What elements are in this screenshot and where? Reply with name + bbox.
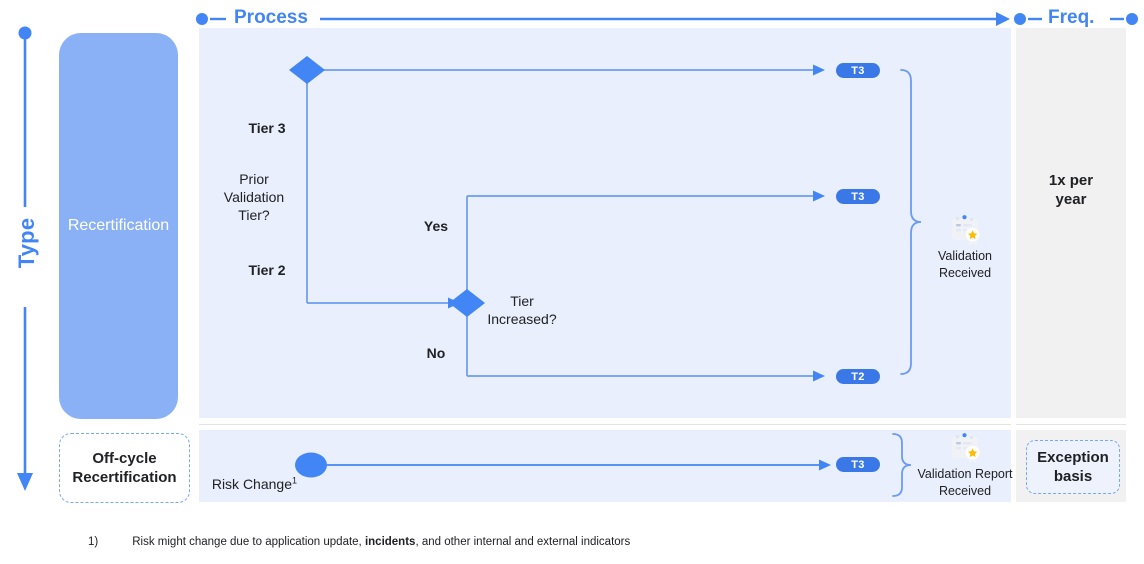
arrowhead-yes (813, 190, 825, 202)
footnote-marker: 1) (88, 536, 99, 548)
type-axis-arrowhead (17, 473, 33, 491)
tier-badge-t3-top-label: T3 (851, 64, 865, 77)
process-axis-start-dot (196, 13, 208, 25)
tier-badge-t3-top[interactable]: T3 (836, 63, 880, 78)
tier-badge-t2-no[interactable]: T2 (836, 369, 880, 384)
risk-change-label-text: Risk Change (211, 476, 292, 493)
footnote-text: Risk might change due to application upd… (132, 536, 630, 548)
frequency-value-recertification-label: 1x per year (1048, 171, 1094, 209)
row-divider-left (199, 424, 1011, 426)
process-panel-main (199, 28, 1011, 418)
validation-certificate-icon (952, 215, 981, 245)
process-axis-label: Process (234, 7, 308, 28)
branch-label-tier3: Tier 3 (248, 120, 286, 136)
type-block-offcycle-label: Off-cycle Recertification (72, 449, 177, 486)
arrowhead-tier3-top (813, 64, 825, 76)
tier-badge-t2-no-label: T2 (851, 370, 865, 383)
branch-label-no: No (426, 345, 446, 361)
tier-badge-t3-yes[interactable]: T3 (836, 189, 880, 204)
decision-diamond-prior-tier (289, 56, 325, 84)
tier-badge-t3-risk[interactable]: T3 (836, 457, 880, 472)
branch-label-yes: Yes (423, 218, 449, 234)
frequency-axis: Freq. (1014, 6, 1144, 32)
row-divider-right (1016, 424, 1126, 426)
outcome-validation-received-label: Validation Received (938, 249, 992, 280)
risk-change-start-node (295, 452, 327, 478)
outcome-validation-received: Validation Received (918, 214, 1012, 281)
decision-label-tier-increased: Tier Increased? (487, 293, 557, 328)
offcycle-connectors (295, 433, 912, 497)
footnote-text-bold: incidents (364, 536, 416, 548)
footnote-text-after: , and other internal and external indica… (415, 536, 631, 548)
process-axis: Process (196, 6, 1016, 32)
branch-label-tier2: Tier 2 (248, 262, 286, 278)
arrowhead-no (813, 370, 825, 382)
decision-label-prior-tier: Prior Validation Tier? (223, 171, 285, 224)
frequency-panel-main (1016, 28, 1126, 418)
type-block-offcycle-recertification[interactable]: Off-cycle Recertification (59, 433, 190, 503)
type-axis-start-dot (18, 26, 32, 40)
process-axis-arrowhead (996, 12, 1010, 26)
risk-change-footnote-marker: 1 (291, 475, 297, 486)
outcome-brace-offcycle (892, 433, 912, 497)
frequency-value-recertification: 1x per year (1016, 160, 1126, 220)
freq-axis-start-dot (1014, 13, 1026, 25)
outcome-brace-main (900, 69, 922, 375)
frequency-value-offcycle-label: Exception basis (1037, 448, 1109, 485)
outcome-validation-report-received: Validation Report Received (900, 432, 1030, 499)
frequency-value-offcycle[interactable]: Exception basis (1026, 440, 1120, 494)
freq-axis-label: Freq. (1048, 7, 1095, 28)
footnote-text-before: Risk might change due to application upd… (132, 536, 365, 548)
type-axis-label: Type (14, 217, 39, 269)
footnote: 1) Risk might change due to application … (88, 536, 630, 548)
outcome-validation-report-received-label: Validation Report Received (917, 467, 1013, 498)
risk-change-label: Risk Change1 (207, 457, 297, 493)
flowchart-connectors (289, 56, 922, 382)
arrowhead-risk-change (819, 459, 831, 471)
freq-axis-end-dot (1126, 13, 1138, 25)
validation-report-certificate-icon (952, 433, 981, 463)
type-block-recertification[interactable]: Recertification (59, 33, 178, 419)
tier-badge-t3-yes-label: T3 (851, 190, 865, 203)
decision-diamond-tier-increased (449, 289, 485, 317)
type-axis: Type (0, 25, 52, 495)
type-block-recertification-label: Recertification (67, 217, 170, 234)
tier-badge-t3-risk-label: T3 (851, 458, 865, 471)
